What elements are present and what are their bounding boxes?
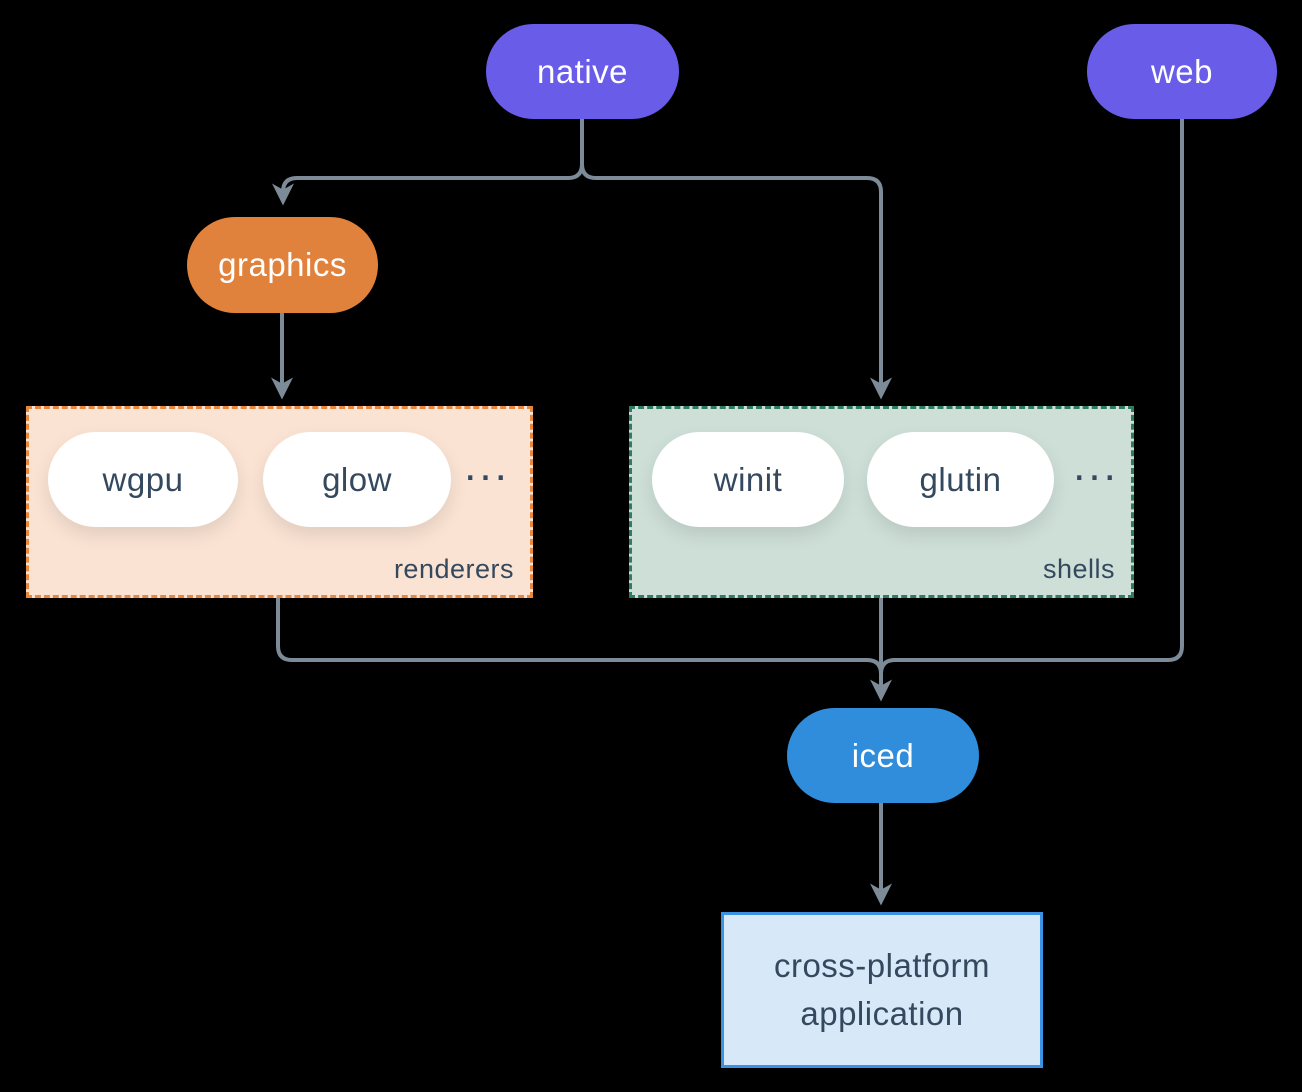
renderers-ellipsis: ...: [464, 441, 510, 490]
shells-ellipsis: ...: [1073, 441, 1119, 490]
edge-renderers-to-merge: [276, 598, 883, 675]
node-glow: glow: [263, 432, 451, 527]
group-shells-label: shells: [1042, 554, 1115, 584]
node-web: web: [1087, 24, 1277, 119]
app-label-line-1: cross-platform: [773, 947, 991, 984]
node-cross-platform-application: cross-platform application: [721, 912, 1043, 1068]
node-iced: iced: [787, 708, 979, 803]
node-glutin: glutin: [867, 432, 1054, 527]
app-label-line-2: application: [800, 995, 964, 1032]
edge-native-to-graphics: [272, 118, 584, 206]
group-renderers-label: renderers: [393, 554, 514, 584]
node-wgpu: wgpu: [48, 432, 238, 527]
node-graphics: graphics: [187, 217, 378, 313]
node-native: native: [486, 24, 679, 119]
edge-native-to-shells: [580, 118, 892, 400]
node-winit: winit: [652, 432, 844, 527]
